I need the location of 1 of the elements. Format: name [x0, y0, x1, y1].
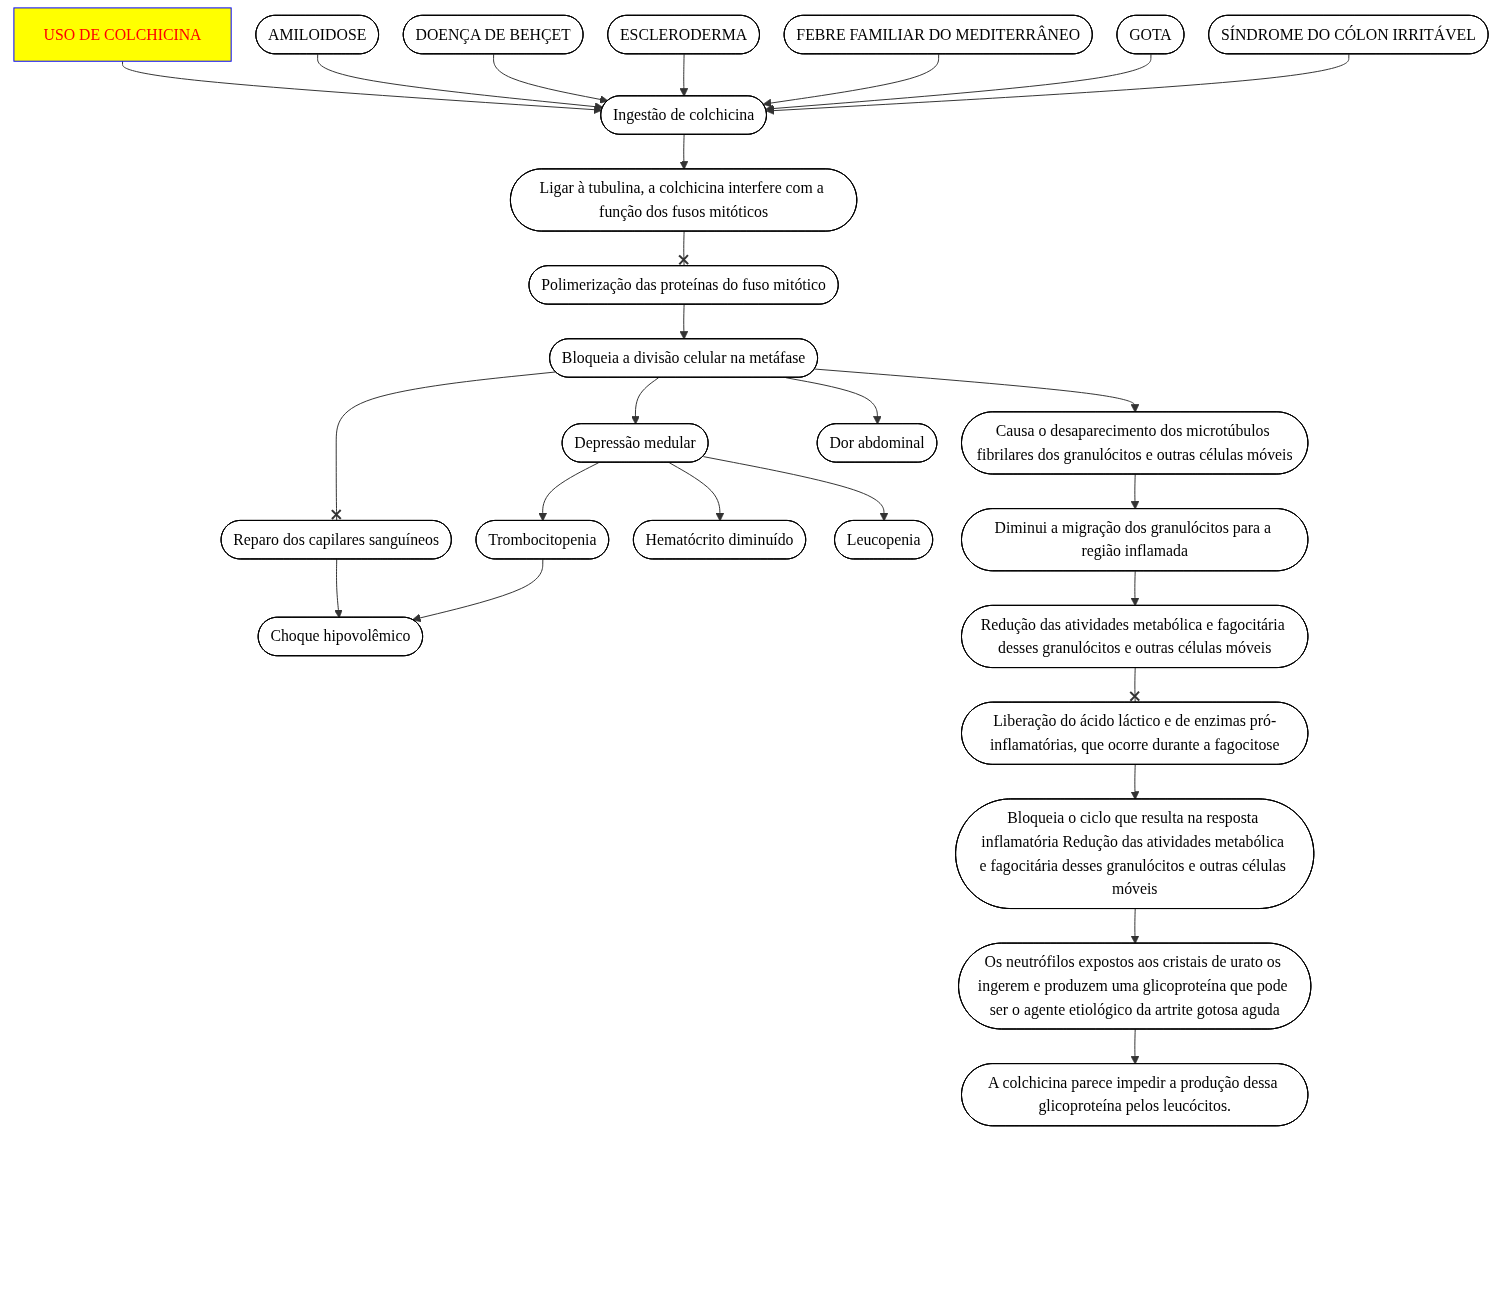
- node-box: USO DE COLCHICINA: [12, 7, 232, 62]
